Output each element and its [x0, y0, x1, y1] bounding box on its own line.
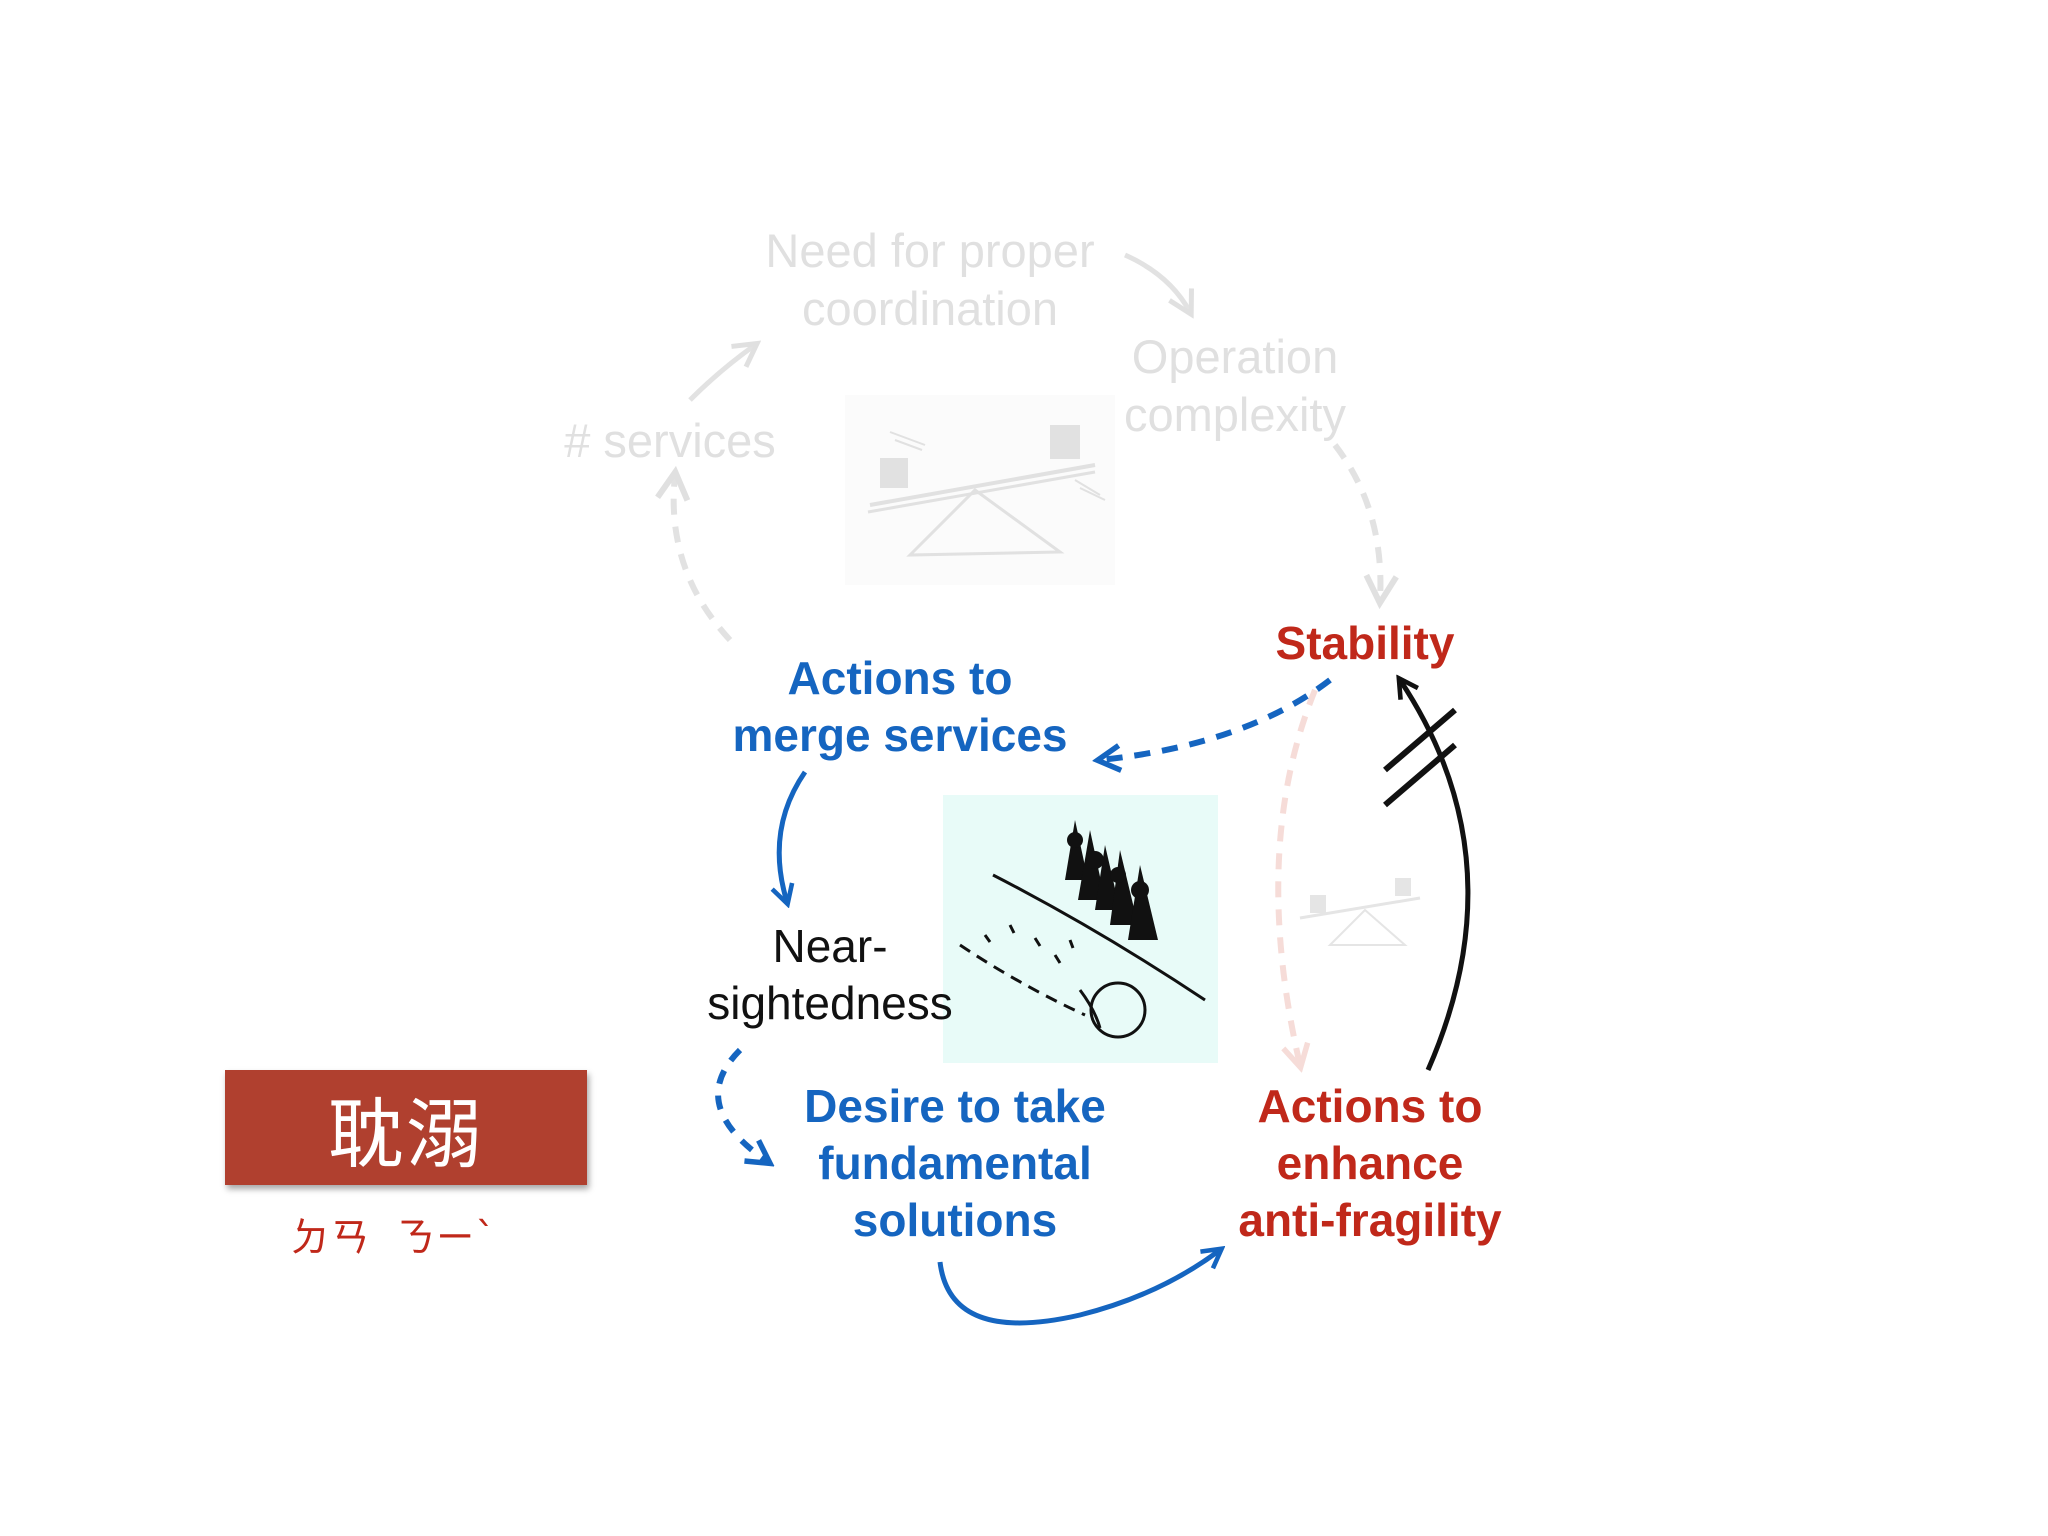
- term-box: 耽溺: [225, 1070, 587, 1185]
- term-characters: 耽溺: [328, 1089, 484, 1179]
- faded-arrow-operation-to-stability: [1332, 443, 1380, 600]
- arrow-stability-to-merge: [1100, 677, 1332, 760]
- node-services: # services: [564, 414, 776, 467]
- term-pronunciation: ㄉㄢ ㄋㄧˋ: [290, 1215, 496, 1261]
- snowball-rolling-downhill-icon: [943, 795, 1218, 1063]
- arrow-desire-to-enhance: [937, 1250, 1220, 1326]
- node-actions-enhance: Actions to enhance anti-fragility: [1238, 1080, 1502, 1247]
- node-stability: Stability: [1275, 617, 1455, 669]
- seesaw-icon: [845, 395, 1115, 585]
- arrow-merge-to-nearsightedness: [779, 770, 808, 902]
- faded-arrow-coordination-to-operation: [1123, 252, 1190, 312]
- node-near-sightedness: Near- sightedness: [707, 920, 953, 1030]
- node-operation-complexity: Operation complexity: [1123, 330, 1346, 442]
- node-actions-merge: Actions to merge services: [732, 652, 1068, 762]
- faded-arrow-services-to-coordination: [688, 345, 755, 402]
- arrow-nearsightedness-to-desire: [715, 1047, 768, 1162]
- arrow-enhance-to-stability: [1400, 680, 1471, 1072]
- delay-mark: [1383, 707, 1457, 808]
- faded-arrow-stability-to-enhance: [1275, 688, 1318, 1065]
- node-need-coordination: Need for proper coordination: [765, 224, 1095, 336]
- seesaw-icon: [1299, 878, 1421, 946]
- node-desire-fundamental: Desire to take fundamental solutions: [804, 1080, 1106, 1247]
- faded-arrow-merge-to-services: [674, 475, 733, 643]
